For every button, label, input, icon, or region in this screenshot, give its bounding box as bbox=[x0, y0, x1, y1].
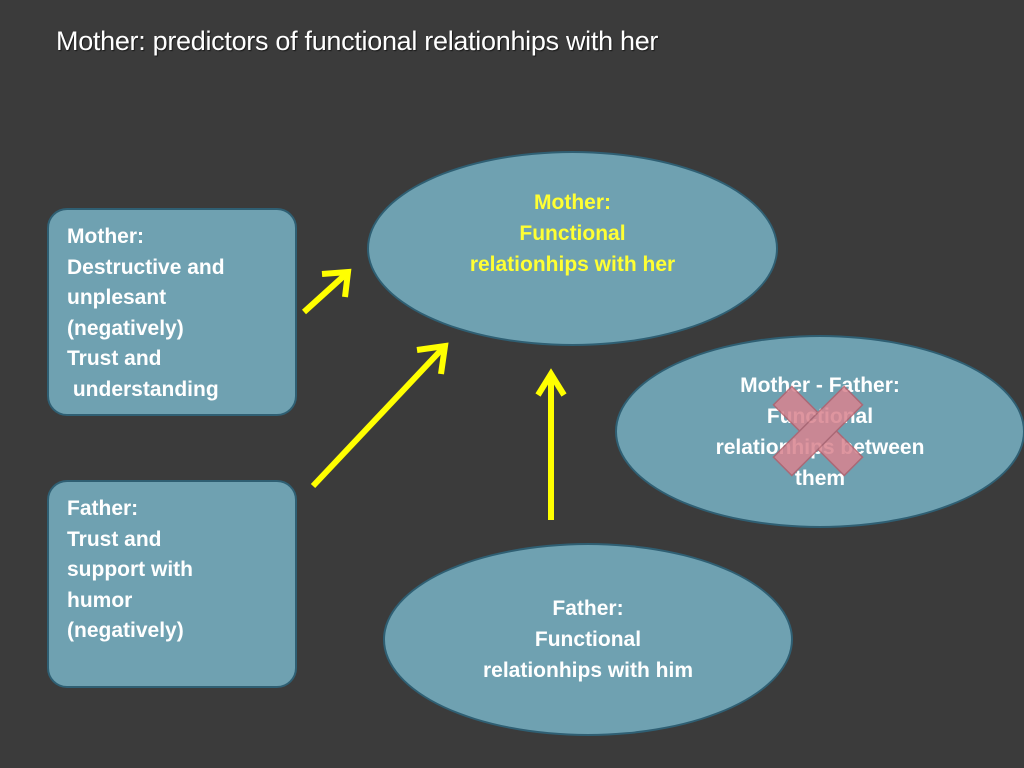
ellipse-line: Father: bbox=[552, 597, 624, 620]
box-line: Father: bbox=[67, 497, 139, 520]
arrow-mother-to-outcome bbox=[301, 268, 352, 315]
ellipse-line: Functional bbox=[766, 404, 874, 428]
box-line: (negatively) bbox=[67, 619, 184, 642]
slide-title: Mother: predictors of functional relatio… bbox=[56, 26, 659, 56]
box-line: (negatively) bbox=[67, 316, 184, 340]
couple-outcome-ellipse: Mother - Father: Functional relationhips… bbox=[615, 335, 1024, 528]
box-line: Destructive and bbox=[67, 255, 225, 279]
box-line: Trust and bbox=[67, 347, 162, 370]
arrow-father-outcome-to-mother-outcome bbox=[535, 368, 567, 520]
ellipse-line: Functional bbox=[534, 628, 642, 651]
mother-predictors-box: Mother: Destructive and unplesant (negat… bbox=[47, 208, 297, 416]
ellipse-line: them bbox=[794, 466, 846, 490]
box-line: Trust and bbox=[67, 527, 162, 551]
father-predictors-box: Father: Trust and support with humor (ne… bbox=[47, 480, 297, 688]
box-line: unplesant bbox=[67, 286, 167, 309]
ellipse-line: Functional bbox=[519, 222, 626, 245]
ellipse-line: relationhips between bbox=[715, 435, 925, 459]
father-outcome-ellipse: Father: Functional relationhips with him bbox=[383, 543, 793, 736]
box-line: support with bbox=[67, 558, 193, 581]
box-line: humor bbox=[67, 588, 133, 612]
ellipse-line: relationhips with her bbox=[469, 253, 676, 276]
box-line: Mother: bbox=[67, 225, 144, 248]
arrow-father-to-mother-outcome bbox=[310, 342, 449, 489]
ellipse-line: Mother - Father: bbox=[740, 373, 900, 397]
ellipse-line: relationhips with him bbox=[482, 659, 693, 682]
ellipse-line: Mother: bbox=[534, 191, 611, 214]
box-line: understanding bbox=[67, 377, 219, 401]
mother-outcome-ellipse: Mother: Functional relationhips with her bbox=[367, 151, 778, 346]
